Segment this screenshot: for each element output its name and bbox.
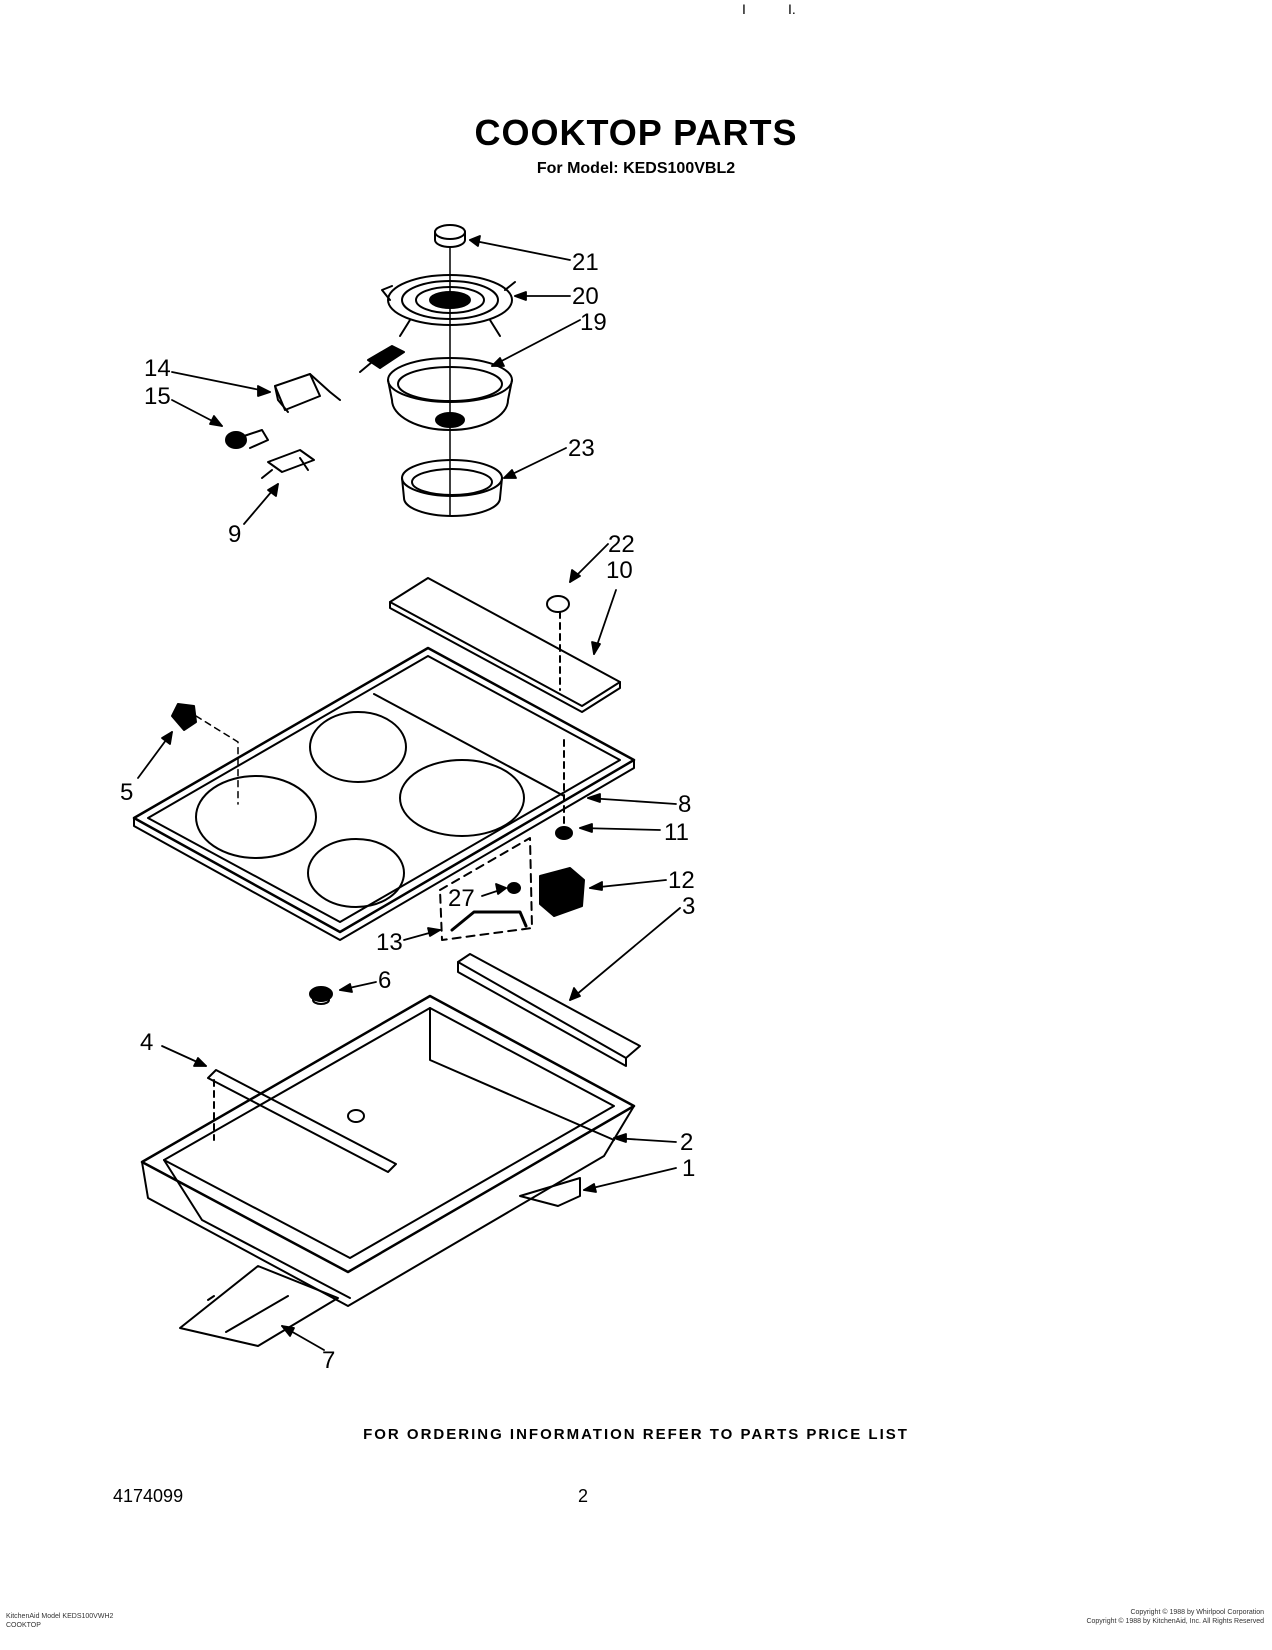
part-3-rear-bracket: [457, 953, 641, 1067]
part-21-cap: [434, 224, 466, 248]
page-title: COOKTOP PARTS: [474, 112, 798, 153]
callout-1: 1: [682, 1155, 695, 1182]
part-6-grommet: [309, 986, 333, 1005]
part-19-drip-bowl: [387, 357, 513, 431]
callout-27: 27: [448, 885, 475, 912]
part-5-control-knob: [171, 703, 239, 805]
part-14-terminal-box: [274, 373, 341, 413]
callout-9: 9: [228, 521, 241, 548]
callout-20: 20: [572, 283, 599, 310]
callout-7: 7: [322, 1347, 335, 1374]
part-8-cooktop-top: [132, 646, 636, 941]
part-20-coil-element: [381, 274, 516, 337]
callout-11: 11: [664, 819, 689, 846]
coil-terminal-block: [359, 345, 405, 373]
callout-labels: 21 20 19 14 15 23 9 22 10 5 8 11 12 3 27…: [120, 249, 695, 1374]
part-11-nut: [555, 826, 573, 840]
part-10-control-panel: [389, 577, 621, 713]
callout-12: 12: [668, 867, 695, 894]
part-13-kit-box: [439, 837, 533, 941]
model-subtitle: For Model: KEDS100VBL2: [536, 160, 736, 177]
document-number: 4174099: [113, 1486, 184, 1506]
callout-5: 5: [120, 779, 133, 806]
callout-6: 6: [378, 967, 391, 994]
fine-print-left: KitchenAid Model KEDS100VWH2 COOKTOP: [6, 1612, 113, 1630]
part-22-indicator-light: [546, 595, 570, 831]
callout-15: 15: [144, 383, 171, 410]
part-7-support-channel: [179, 1265, 339, 1347]
callout-2: 2: [680, 1129, 693, 1156]
fine-print-left-line-1: KitchenAid Model KEDS100VWH2: [6, 1613, 114, 1620]
callout-3: 3: [682, 893, 695, 920]
part-12-infinite-switch: [539, 867, 585, 917]
part-15-receptacle: [225, 429, 269, 449]
part-4-side-bracket: [207, 1069, 397, 1173]
callout-leaders: [137, 235, 681, 1351]
scan-mark-2: I.: [788, 1, 796, 17]
fine-print-right: Copyright © 1988 by Whirlpool Corporatio…: [1086, 1608, 1264, 1626]
callout-19: 19: [580, 309, 607, 336]
part-23-trim-ring: [401, 459, 503, 517]
part-2-burner-box: [140, 994, 636, 1307]
scan-mark-1: I: [742, 1, 746, 17]
callout-8: 8: [678, 791, 691, 818]
part-1-front-bracket: [519, 1177, 581, 1207]
callout-14: 14: [144, 355, 171, 382]
callout-4: 4: [140, 1029, 153, 1056]
part-9-wire-harness: [261, 449, 315, 479]
callout-21: 21: [572, 249, 599, 276]
callout-13: 13: [376, 929, 403, 956]
fine-print-left-line-2: COOKTOP: [6, 1622, 41, 1629]
fine-print-right-line-2: Copyright © 1988 by KitchenAid, Inc. All…: [1086, 1618, 1264, 1625]
fine-print-right-line-1: Copyright © 1988 by Whirlpool Corporatio…: [1130, 1609, 1264, 1616]
callout-23: 23: [568, 435, 595, 462]
callout-10: 10: [606, 557, 633, 584]
page-number: 2: [578, 1486, 589, 1506]
callout-22: 22: [608, 531, 635, 558]
ordering-info-note: FOR ORDERING INFORMATION REFER TO PARTS …: [363, 1426, 909, 1443]
